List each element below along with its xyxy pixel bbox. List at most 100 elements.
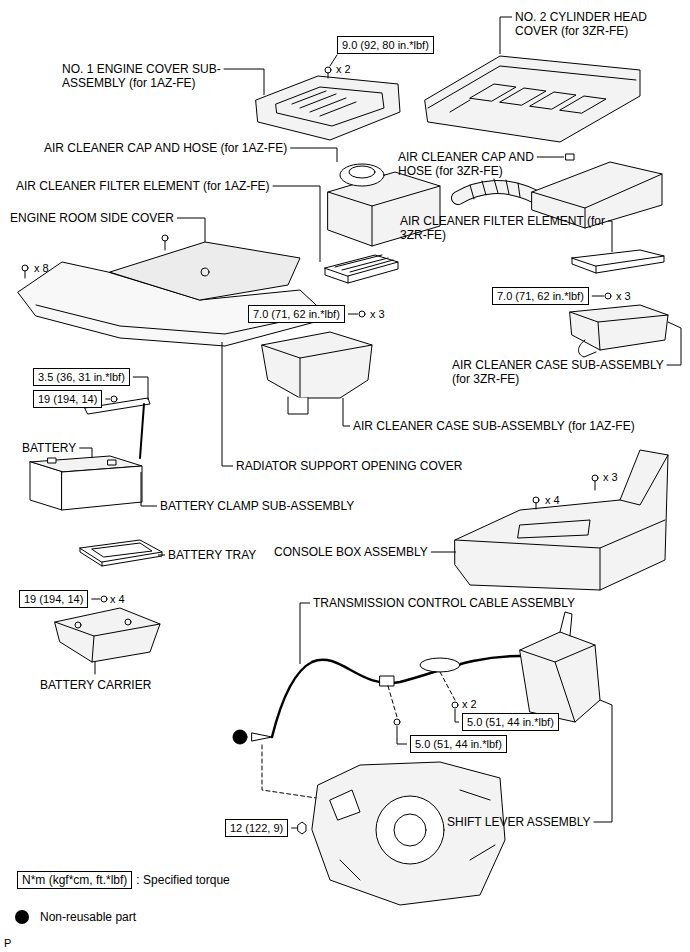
leader-line bbox=[141, 472, 157, 506]
torque-value: 7.0 (71, 62 in.*lbf) bbox=[253, 308, 340, 320]
control-cable bbox=[252, 733, 272, 741]
cylinder-head-cover bbox=[428, 66, 636, 108]
transaxle bbox=[394, 814, 426, 846]
leader-line bbox=[455, 709, 459, 722]
leader-line bbox=[291, 828, 297, 829]
battery-tray bbox=[80, 540, 162, 566]
leader-line bbox=[300, 603, 310, 664]
part-name: NO. 1 ENGINE COVER SUB-ASSEMBLY (for 1AZ… bbox=[62, 62, 242, 90]
air-cleaner-cap bbox=[458, 187, 534, 198]
air-cleaner-cap bbox=[458, 187, 534, 198]
part-name: BATTERY TRAY bbox=[168, 548, 256, 562]
quantity-label: x 2 bbox=[336, 62, 351, 76]
transaxle bbox=[340, 790, 495, 880]
air-cleaner-case bbox=[262, 332, 372, 398]
air-cleaner-cap bbox=[566, 154, 574, 160]
air-filter-element bbox=[572, 250, 664, 273]
air-cleaner-case bbox=[578, 340, 596, 357]
shift-lever bbox=[560, 612, 572, 636]
torque-value: 19 (194, 14) bbox=[24, 593, 83, 605]
part-name: NO. 2 CYLINDER HEAD COVER (for 3ZR-FE) bbox=[515, 10, 665, 38]
battery bbox=[108, 460, 116, 465]
torque-value: 19 (194, 14) bbox=[38, 393, 97, 405]
leader-line bbox=[667, 322, 681, 365]
leader-line bbox=[348, 314, 358, 315]
cylinder-head-cover bbox=[500, 88, 546, 105]
transaxle bbox=[376, 796, 444, 864]
quantity-label: x 4 bbox=[110, 592, 125, 606]
torque-value: 5.0 (51, 44 in.*lbf) bbox=[415, 738, 502, 750]
torque-value: 12 (122, 9) bbox=[230, 822, 283, 834]
leader-line bbox=[537, 157, 564, 158]
air-cleaner-cap bbox=[349, 166, 375, 178]
air-filter-element bbox=[572, 250, 664, 266]
bolt bbox=[165, 241, 166, 250]
engine-cover bbox=[292, 91, 356, 116]
torque-value: N*m (kgf*cm, ft.*lbf) bbox=[22, 873, 127, 887]
transaxle bbox=[312, 762, 505, 905]
battery bbox=[62, 466, 142, 510]
console-box bbox=[455, 450, 668, 590]
bolt bbox=[111, 396, 117, 402]
air-cleaner-case bbox=[262, 345, 372, 398]
battery-carrier bbox=[55, 608, 160, 662]
engine-room-side-cover bbox=[110, 242, 300, 300]
part-name: AIR CLEANER FILTER ELEMENT (for 1AZ-FE) bbox=[16, 179, 270, 193]
torque-value: 3.5 (36, 31 in.*lbf) bbox=[38, 371, 125, 383]
cylinder-head-cover bbox=[560, 96, 606, 113]
battery-tray bbox=[80, 540, 162, 562]
console-box bbox=[455, 450, 668, 590]
legend-text: : Specified torque bbox=[136, 873, 229, 887]
air-cleaner-cap bbox=[470, 179, 520, 199]
cylinder-head-cover bbox=[425, 56, 640, 142]
battery-tray bbox=[80, 548, 162, 566]
control-cable bbox=[420, 658, 460, 672]
battery-tray bbox=[92, 543, 152, 557]
air-cleaner-cap bbox=[340, 164, 384, 186]
part-name: AIR CLEANER FILTER ELEMENT (for 3ZR-FE) bbox=[400, 214, 610, 242]
part-name: ENGINE ROOM SIDE COVER bbox=[10, 211, 174, 225]
part-name: AIR CLEANER CAP AND HOSE (for 1AZ-FE) bbox=[44, 141, 287, 155]
torque-value: 9.0 (92, 80 in.*lbf) bbox=[342, 39, 429, 51]
air-filter-element bbox=[325, 255, 398, 276]
shift-lever bbox=[520, 645, 595, 722]
dashed-guide bbox=[388, 686, 397, 717]
air-cleaner-case bbox=[570, 312, 668, 350]
leader-line bbox=[592, 296, 604, 297]
bolt bbox=[359, 311, 365, 317]
leader-line bbox=[133, 377, 148, 400]
torque-value: 5.0 (51, 44 in.*lbf) bbox=[467, 716, 554, 728]
air-cleaner-case bbox=[570, 305, 668, 350]
bolt bbox=[605, 293, 611, 299]
part-name: BATTERY CARRIER bbox=[40, 678, 151, 692]
cylinder-head-cover bbox=[470, 84, 516, 101]
leader-line bbox=[500, 17, 512, 54]
torque-spec-box: 7.0 (71, 62 in.*lbf) bbox=[248, 305, 345, 323]
leader-line bbox=[224, 69, 264, 95]
bolt bbox=[592, 475, 598, 481]
engine-room-side-cover bbox=[201, 268, 209, 276]
leader-line bbox=[177, 218, 205, 242]
bolt bbox=[111, 396, 117, 402]
torque-spec-box: 12 (122, 9) bbox=[225, 819, 288, 837]
torque-spec-box: 5.0 (51, 44 in.*lbf) bbox=[462, 713, 559, 731]
quantity-label: x 3 bbox=[603, 470, 618, 484]
torque-value: 7.0 (71, 62 in.*lbf) bbox=[497, 290, 584, 302]
bolt bbox=[325, 67, 331, 78]
engine-cover bbox=[256, 76, 400, 140]
torque-spec-box: 7.0 (71, 62 in.*lbf) bbox=[492, 287, 589, 305]
bolt bbox=[595, 481, 596, 490]
leader-line bbox=[290, 148, 337, 162]
bolt bbox=[162, 235, 168, 250]
nut bbox=[298, 822, 306, 834]
leader-line bbox=[397, 726, 407, 744]
cylinder-head-cover bbox=[530, 92, 576, 109]
leader-line bbox=[431, 552, 456, 553]
leader-line bbox=[95, 662, 96, 674]
bolt bbox=[25, 271, 26, 278]
quantity-label: x 3 bbox=[370, 307, 385, 321]
dashed-guide bbox=[440, 672, 455, 700]
cylinder-head-cover bbox=[450, 100, 470, 112]
air-filter-element bbox=[572, 256, 664, 273]
control-cable bbox=[380, 676, 394, 686]
